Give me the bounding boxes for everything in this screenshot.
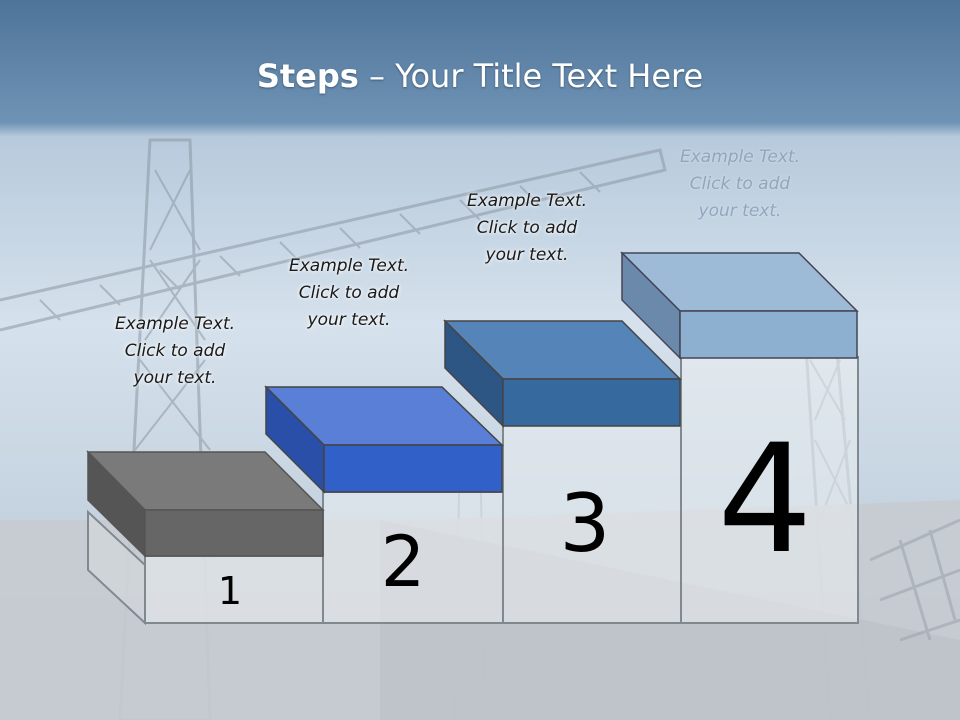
slide-title[interactable]: Steps – Your Title Text Here — [0, 52, 960, 100]
step-1-line-1: Example Text. — [114, 314, 236, 334]
step-3-text[interactable]: Example Text. Click to add your text. — [432, 188, 622, 269]
step-1-box[interactable] — [86, 450, 325, 558]
step-3-number: 3 — [559, 477, 611, 570]
step-4-line-1: Example Text. — [679, 147, 801, 167]
step-1-number: 1 — [217, 569, 243, 613]
step-4-text[interactable]: Example Text. Click to add your text. — [645, 144, 835, 225]
step-4-box[interactable] — [620, 251, 859, 360]
step-2-line-1: Example Text. — [288, 256, 410, 276]
step-4-number: 4 — [717, 413, 813, 587]
step-3-line-3: your text. — [485, 245, 569, 265]
step-2-line-3: your text. — [307, 310, 391, 330]
title-rest: – Your Title Text Here — [358, 57, 704, 95]
step-2-line-2: Click to add — [298, 283, 400, 303]
step-4-line-2: Click to add — [689, 174, 791, 194]
step-2-number: 2 — [380, 521, 426, 603]
step-2-text[interactable]: Example Text. Click to add your text. — [254, 253, 444, 334]
step-1-line-3: your text. — [133, 368, 217, 388]
step-4-line-3: your text. — [698, 201, 782, 221]
step-3-line-2: Click to add — [476, 218, 578, 238]
step-2-box[interactable] — [264, 385, 504, 494]
step-1-text[interactable]: Example Text. Click to add your text. — [80, 311, 270, 392]
title-bold: Steps — [256, 57, 359, 95]
steps-outline — [87, 356, 859, 626]
step-1-line-2: Click to add — [124, 341, 226, 361]
step-3-box[interactable] — [443, 319, 682, 428]
step-3-line-1: Example Text. — [466, 191, 588, 211]
